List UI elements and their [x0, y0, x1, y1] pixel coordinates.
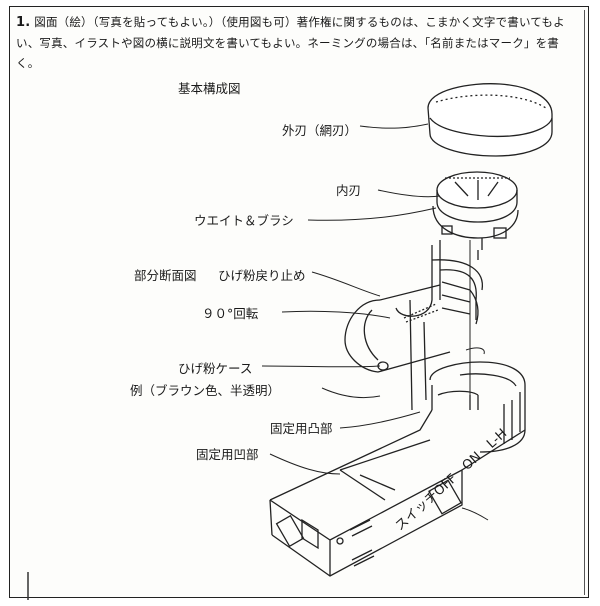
shaver-body	[269, 361, 526, 577]
page-edge	[584, 10, 585, 595]
outer-blade-cap	[427, 83, 553, 157]
weight-brush	[432, 205, 519, 250]
label-inner-blade: 内刃	[336, 183, 362, 198]
section-view	[344, 240, 483, 411]
inner-blade	[436, 171, 518, 223]
label-section-view: 部分断面図	[134, 268, 197, 283]
label-outer-blade: 外刃（網刃）	[282, 123, 358, 138]
intro-text: 図面（絵）（写真を貼ってもよい。）（使用図も可）著作権に関するものは、こまかく文…	[16, 15, 565, 70]
label-weight-brush: ウエイト＆ブラシ	[194, 213, 294, 228]
figure-title: 基本構成図	[178, 81, 241, 96]
section-number: 1.	[16, 15, 31, 30]
label-convex: 固定用凸部	[270, 421, 333, 436]
label-case-example: 例（ブラウン色、半透明）	[130, 383, 281, 398]
intro-paragraph: 1. 図面（絵）（写真を貼ってもよい。）（使用図も可）著作権に関するものは、こま…	[16, 12, 582, 73]
label-stopper: ひげ粉戻り止め	[218, 268, 306, 283]
label-rotation: ９０°回転	[202, 306, 259, 321]
label-case: ひげ粉ケース	[178, 361, 253, 376]
label-concave: 固定用凹部	[196, 447, 259, 462]
